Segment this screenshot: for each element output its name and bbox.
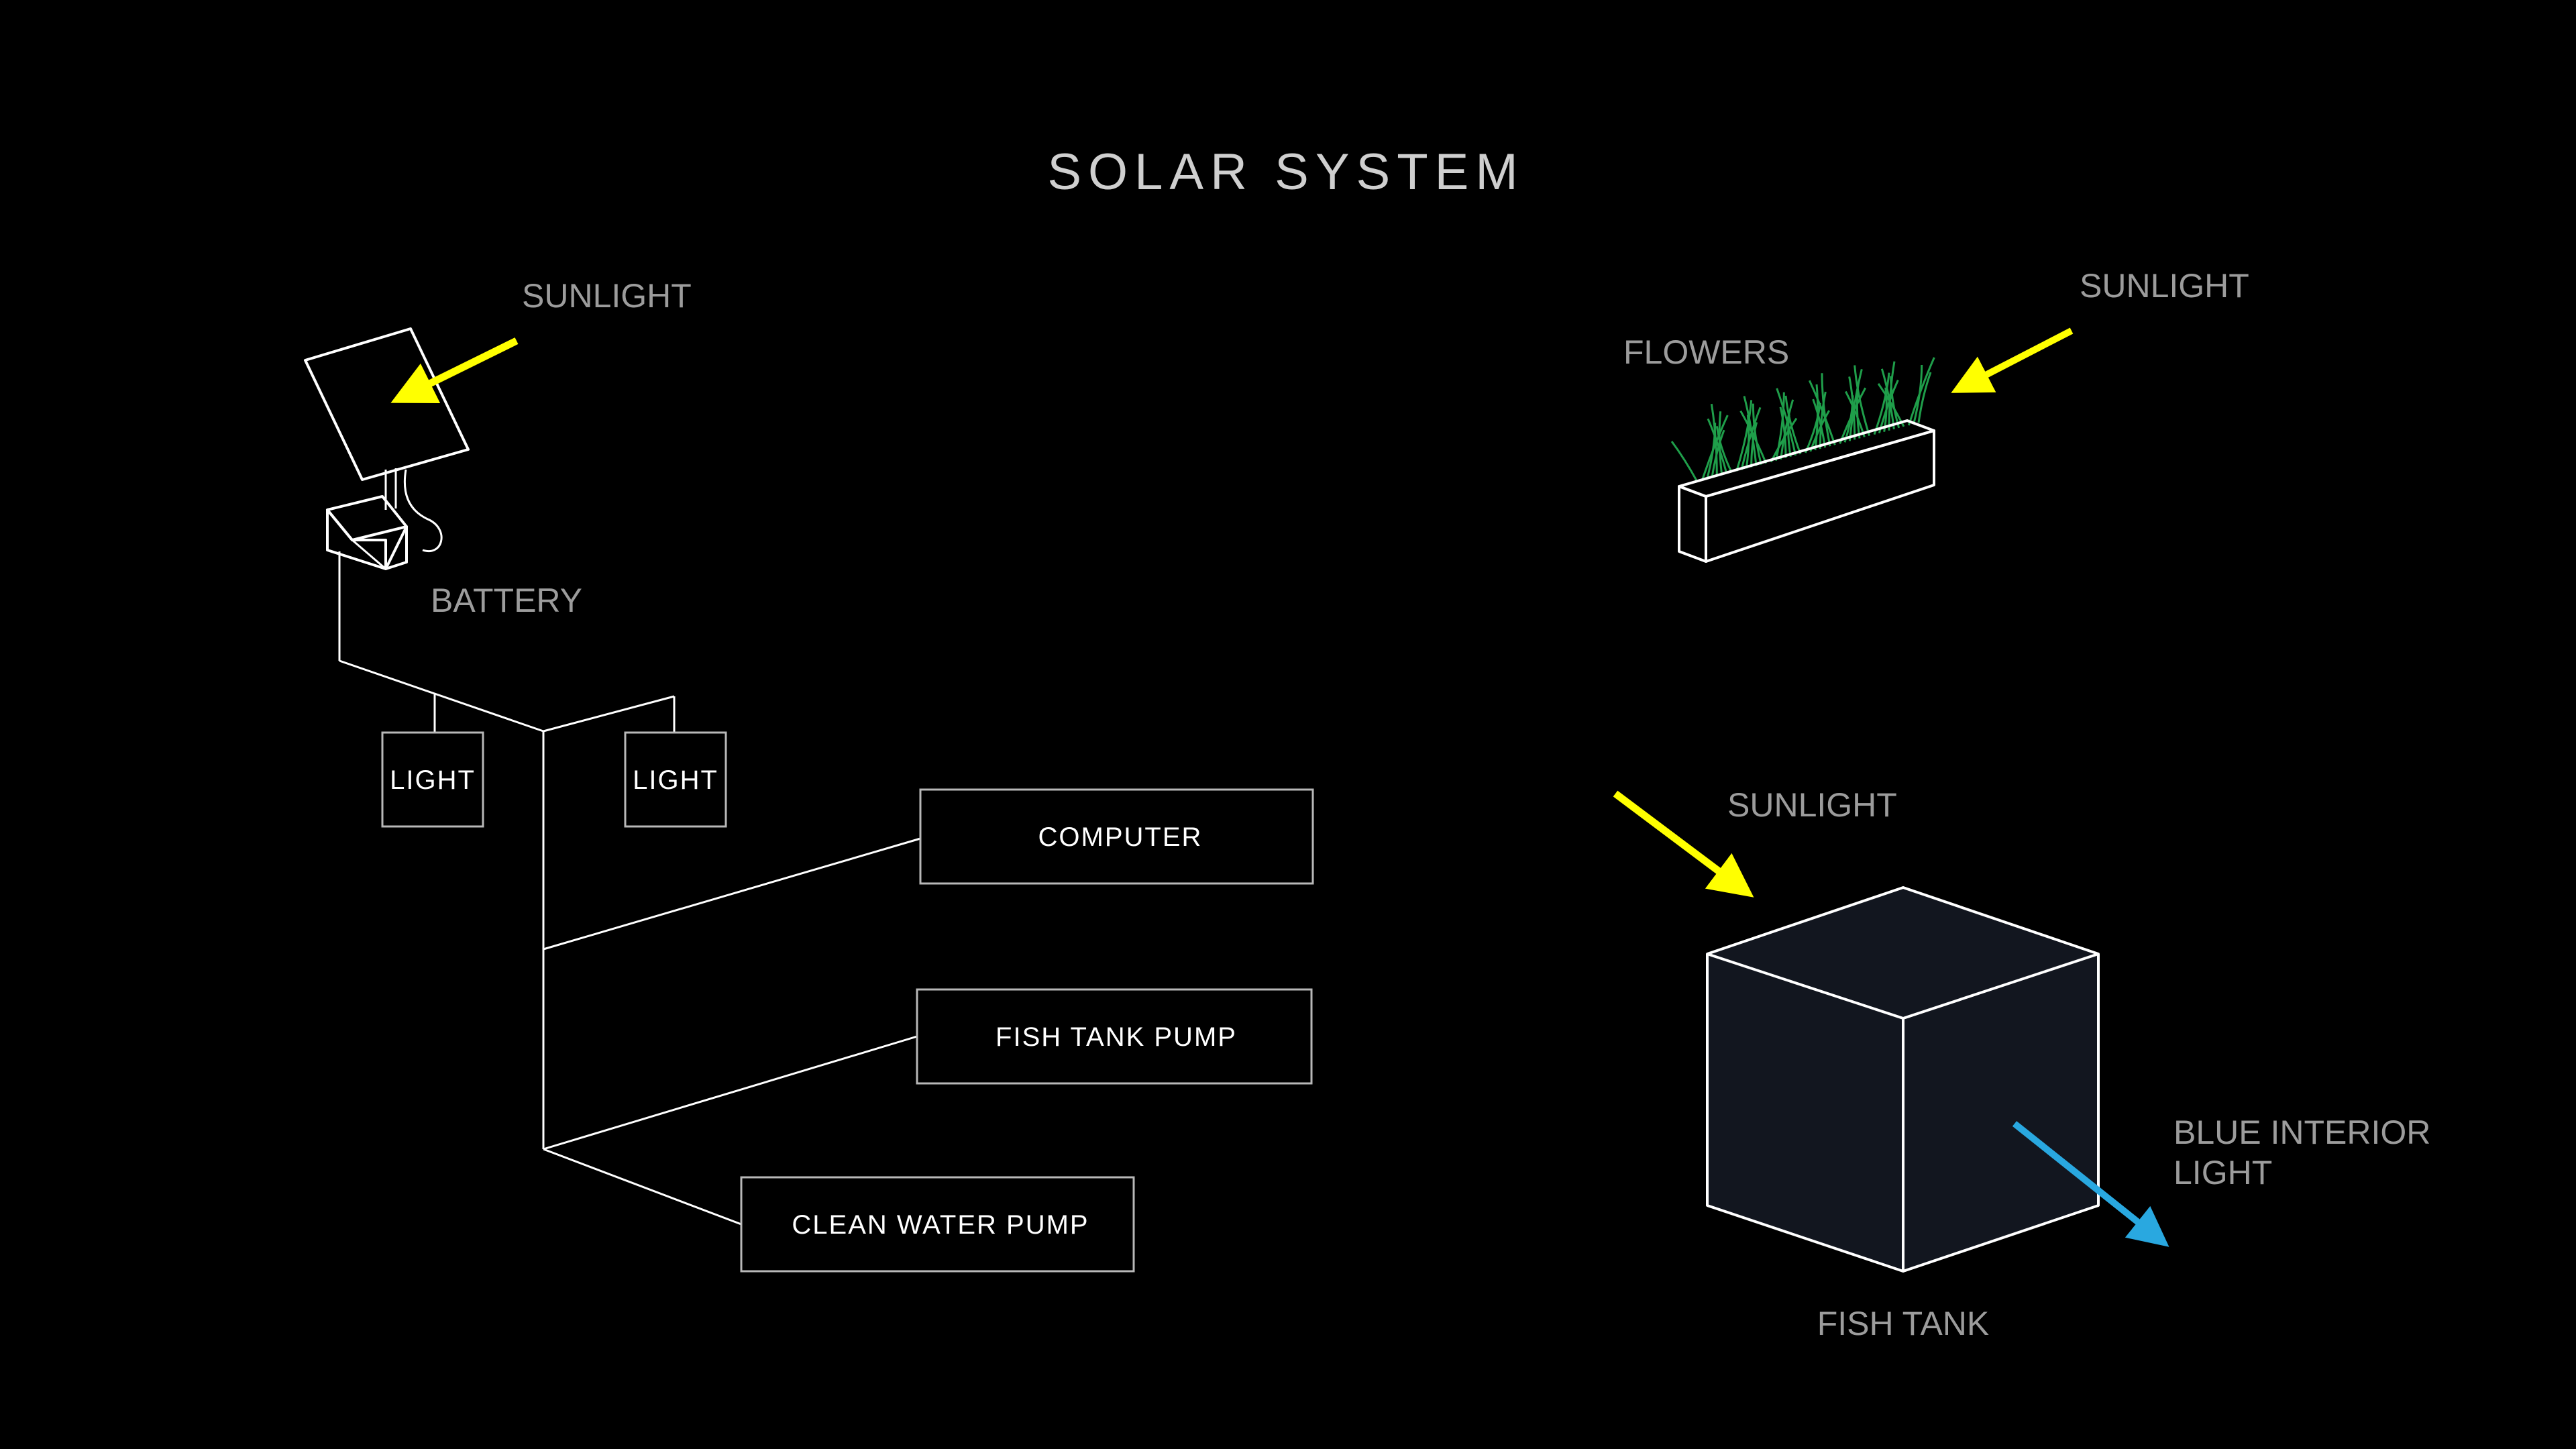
grass-blade: [1808, 380, 1836, 445]
computer-label: COMPUTER: [1038, 822, 1203, 852]
grass-blade: [1819, 391, 1827, 449]
solar-panel-icon: [304, 327, 470, 553]
grass-blade: [1774, 392, 1785, 462]
wiring: [338, 551, 921, 1226]
grass-blade: [1670, 441, 1699, 482]
sunlight-arrow-flowers: [1951, 327, 2074, 393]
grass-blade: [1707, 418, 1728, 474]
light-1-label: LIGHT: [390, 765, 476, 795]
grass-blade: [1873, 372, 1890, 435]
light-box-1: LIGHT: [381, 731, 484, 828]
fish-tank-pump-box: FISH TANK PUMP: [916, 988, 1313, 1085]
clean-water-pump-label: CLEAN WATER PUMP: [792, 1210, 1089, 1240]
sunlight-label-panel: SUNLIGHT: [522, 277, 692, 315]
grass-blade: [1715, 426, 1733, 473]
grass-blade: [1888, 361, 1896, 431]
clean-water-pump-box: CLEAN WATER PUMP: [740, 1176, 1135, 1273]
grass-blade: [1821, 373, 1831, 447]
blue-interior-light-label-line2: LIGHT: [2174, 1154, 2272, 1191]
planter-icon: [1678, 419, 1935, 563]
grass-blade: [1780, 399, 1794, 460]
grass-blade: [1854, 365, 1871, 437]
fish-tank-pump-label: FISH TANK PUMP: [996, 1022, 1237, 1052]
cube-tank-icon: [1706, 886, 2100, 1273]
grass-blade: [1779, 407, 1787, 458]
sunlight-arrow-tank: [1613, 790, 1754, 898]
grass-blade: [1745, 415, 1750, 469]
grass-blade: [1739, 410, 1768, 464]
grass-blades: [1670, 357, 1935, 482]
light-2-label: LIGHT: [633, 765, 718, 795]
blue-interior-light-label-line1: BLUE INTERIOR: [2174, 1114, 2430, 1151]
blue-light-arrow: [2012, 1121, 2169, 1247]
fish-tank-label: FISH TANK: [1817, 1305, 1990, 1342]
grass-blade: [1776, 388, 1797, 456]
grass-blade: [1880, 368, 1895, 429]
page-title: SOLAR SYSTEM: [1047, 144, 1524, 201]
grass-blade: [1740, 407, 1762, 470]
grass-blade: [1804, 402, 1821, 453]
grass-blade: [1735, 400, 1753, 472]
flowers-label: FLOWERS: [1623, 333, 1789, 371]
grass-blade: [1752, 403, 1762, 465]
sunlight-label-flowers: SUNLIGHT: [2080, 267, 2249, 305]
grass-blade: [1812, 398, 1827, 448]
sunlight-label-tank: SUNLIGHT: [1727, 786, 1897, 824]
grass-blade: [1917, 372, 1932, 423]
light-box-2: LIGHT: [624, 731, 727, 828]
grass-blade: [1784, 395, 1802, 455]
computer-box: COMPUTER: [919, 788, 1314, 885]
grass-blade: [1907, 357, 1935, 426]
battery-label: BATTERY: [431, 582, 582, 619]
grass-blade: [1848, 369, 1863, 441]
sunlight-arrow-panel: [390, 337, 519, 403]
grass-blade: [1913, 364, 1923, 425]
battery-icon: [326, 495, 408, 570]
